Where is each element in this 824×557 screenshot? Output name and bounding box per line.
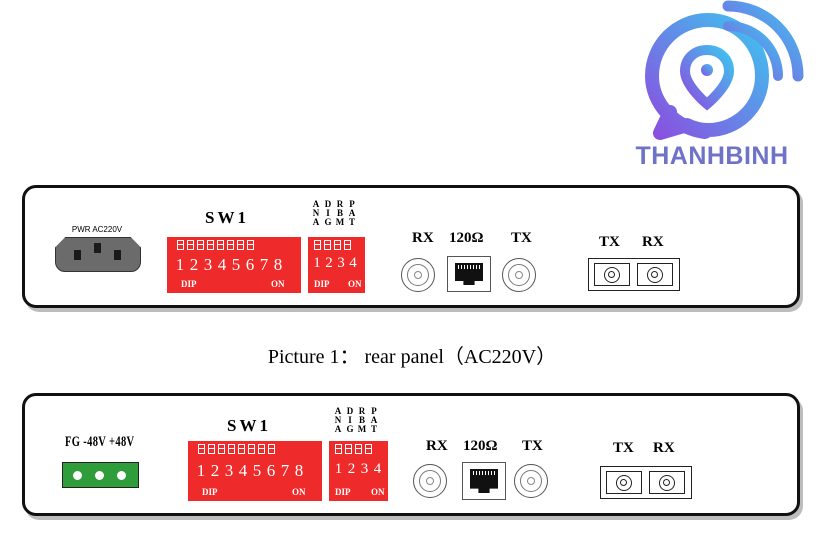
brand-logo: THANHBINH: [600, 0, 824, 170]
dip8-num-7: 7: [280, 461, 290, 480]
fiber-port: [588, 258, 680, 291]
dip4-num-1: 1: [334, 461, 343, 477]
dip8-label-dip: DIP: [202, 487, 218, 497]
dip8-num-3: 3: [224, 461, 234, 480]
dip8-num-1: 1: [196, 461, 206, 480]
location-pin-signal-icon: [645, 0, 804, 140]
tx-bnc-connector: [502, 258, 536, 292]
fiber-tx-label: TX: [613, 440, 634, 456]
rj45-port: [462, 462, 506, 500]
tx-label: TX: [511, 230, 532, 246]
dip-switch-4-2: 1 2 3 4 DIP ON: [329, 441, 388, 501]
dip8-num-8: 8: [294, 461, 304, 480]
rx-bnc-connector: [413, 464, 447, 498]
sw1-title-2: SW1: [227, 416, 271, 435]
rj45-label: 120Ω: [449, 230, 484, 246]
fiber-rx-label: RX: [653, 440, 675, 456]
fiber-port: [600, 466, 692, 499]
caption-picture-1: Picture 1： rear panel（AC220V）: [267, 346, 557, 368]
power-label: PWR AC220V: [71, 225, 123, 234]
rear-panel-dc48v: FG -48V +48V SW1 1 2 3 4 5 6 7 8 DIP ON …: [22, 393, 800, 516]
dip-switch-8-2: 1 2 3 4 5 6 7 8 DIP ON: [188, 441, 322, 501]
dip4-num-3: 3: [360, 461, 369, 477]
sw1-title: SW1: [205, 208, 249, 227]
dip8-num-1: 1: [175, 255, 185, 274]
dip-switch-8: 1 2 3 4 5 6 7 8 DIP ON: [167, 237, 301, 293]
tx-label: TX: [522, 438, 543, 454]
dip4-label-dip: DIP: [335, 487, 351, 497]
dip8-label-on: ON: [271, 279, 285, 289]
dip4-label-on: ON: [348, 279, 362, 289]
dc-terminal-block: [62, 462, 139, 488]
dip8-num-2: 2: [210, 461, 220, 480]
terminal-label: FG -48V +48V: [65, 434, 135, 450]
dip8-label-on: ON: [292, 487, 306, 497]
dip4-label-on: ON: [371, 487, 385, 497]
dip8-num-4: 4: [217, 255, 227, 274]
dip4-num-4: 4: [349, 255, 357, 271]
rx-label: RX: [412, 230, 434, 246]
dip4-num-2: 2: [347, 461, 356, 477]
rx-label: RX: [426, 438, 448, 454]
rj45-port: [447, 256, 491, 292]
dip4-num-1: 1: [313, 255, 321, 271]
tx-bnc-connector: [514, 464, 548, 498]
dip8-num-6: 6: [266, 461, 276, 480]
rx-bnc-connector: [401, 258, 435, 292]
dip4-label-dip: DIP: [314, 279, 330, 289]
dip4-num-2: 2: [325, 255, 333, 271]
dip8-num-8: 8: [273, 255, 283, 274]
power-socket: [55, 237, 141, 272]
dip8-num-2: 2: [189, 255, 199, 274]
dip4-num-3: 3: [337, 255, 345, 271]
dip8-num-5: 5: [252, 461, 262, 480]
rj45-label: 120Ω: [463, 438, 498, 454]
dip8-num-7: 7: [259, 255, 269, 274]
dip8-num-3: 3: [203, 255, 213, 274]
dip8-label-dip: DIP: [181, 279, 197, 289]
dip-switch-4: 1 2 3 4 DIP ON: [308, 237, 365, 293]
brand-name: THANHBINH: [635, 142, 789, 170]
dip8-num-4: 4: [238, 461, 248, 480]
dip4-num-4: 4: [373, 461, 382, 477]
fiber-rx-label: RX: [642, 234, 664, 250]
fiber-tx-label: TX: [599, 234, 620, 250]
dip8-num-5: 5: [231, 255, 241, 274]
dip8-num-6: 6: [245, 255, 255, 274]
